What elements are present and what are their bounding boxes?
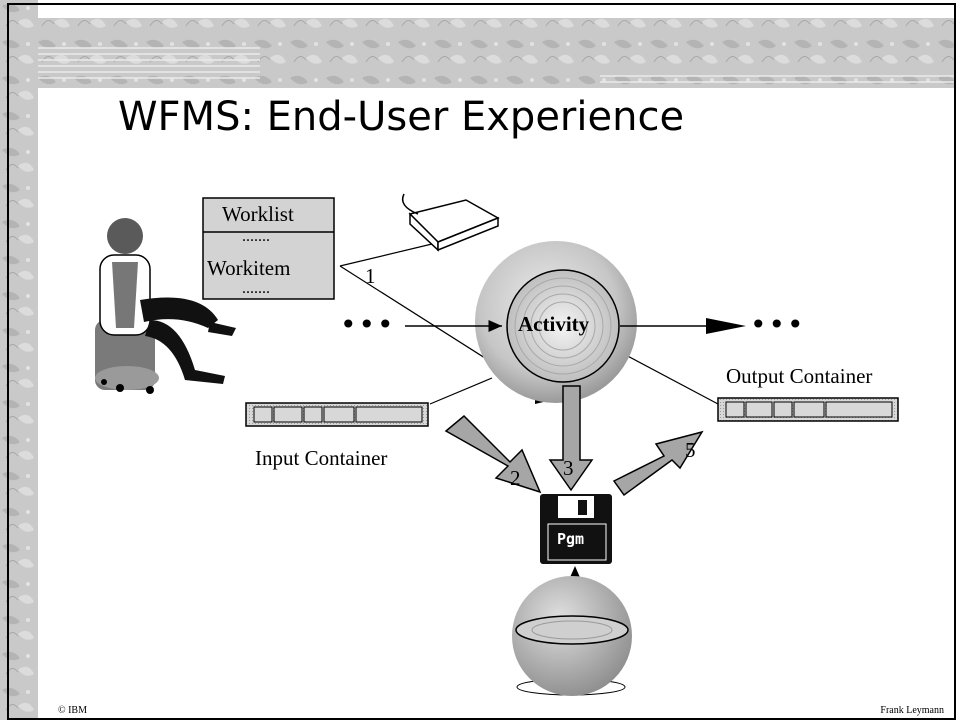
input-container-bar bbox=[245, 402, 429, 427]
program-label: Pgm bbox=[557, 530, 585, 548]
step-label-1: 1 bbox=[365, 264, 376, 288]
worklist-header: Worklist bbox=[222, 202, 294, 226]
end-user-figure bbox=[95, 218, 236, 394]
left-texture-band bbox=[0, 0, 38, 720]
activity-rings bbox=[506, 269, 620, 383]
step-label-2: 2 bbox=[510, 466, 521, 490]
output-container-bar bbox=[717, 397, 899, 422]
slide-title: WFMS: End-User Experience bbox=[118, 94, 685, 140]
ellipsis-right: ••• bbox=[750, 308, 806, 341]
banner-stripes bbox=[38, 47, 956, 83]
program-disk-icon bbox=[540, 494, 612, 564]
step-3-arrow bbox=[548, 385, 594, 492]
step-2-arrow bbox=[444, 414, 542, 494]
mouse-icon bbox=[401, 193, 500, 252]
activity-label: Activity bbox=[518, 312, 590, 336]
flow-arrowhead-out bbox=[706, 318, 746, 334]
output-container-label: Output Container bbox=[726, 364, 873, 388]
input-container-label: Input Container bbox=[255, 446, 388, 470]
workitem-label[interactable]: Workitem bbox=[207, 256, 291, 280]
footer-author: Frank Leymann bbox=[880, 705, 944, 716]
ellipsis-left: ••• bbox=[340, 308, 396, 341]
worklist-dots-top: ....... bbox=[242, 228, 270, 245]
database-inner-ring bbox=[531, 620, 613, 640]
slide-frame bbox=[7, 3, 956, 720]
worklist-dots-bottom: ....... bbox=[242, 280, 270, 297]
footer-copyright: © IBM bbox=[58, 705, 87, 716]
database-top-ring bbox=[515, 615, 629, 645]
worklist-box[interactable] bbox=[202, 197, 335, 300]
step-label-5: 5 bbox=[685, 438, 696, 462]
step-5-arrow bbox=[612, 430, 704, 497]
step-label-3: 3 bbox=[563, 456, 574, 480]
